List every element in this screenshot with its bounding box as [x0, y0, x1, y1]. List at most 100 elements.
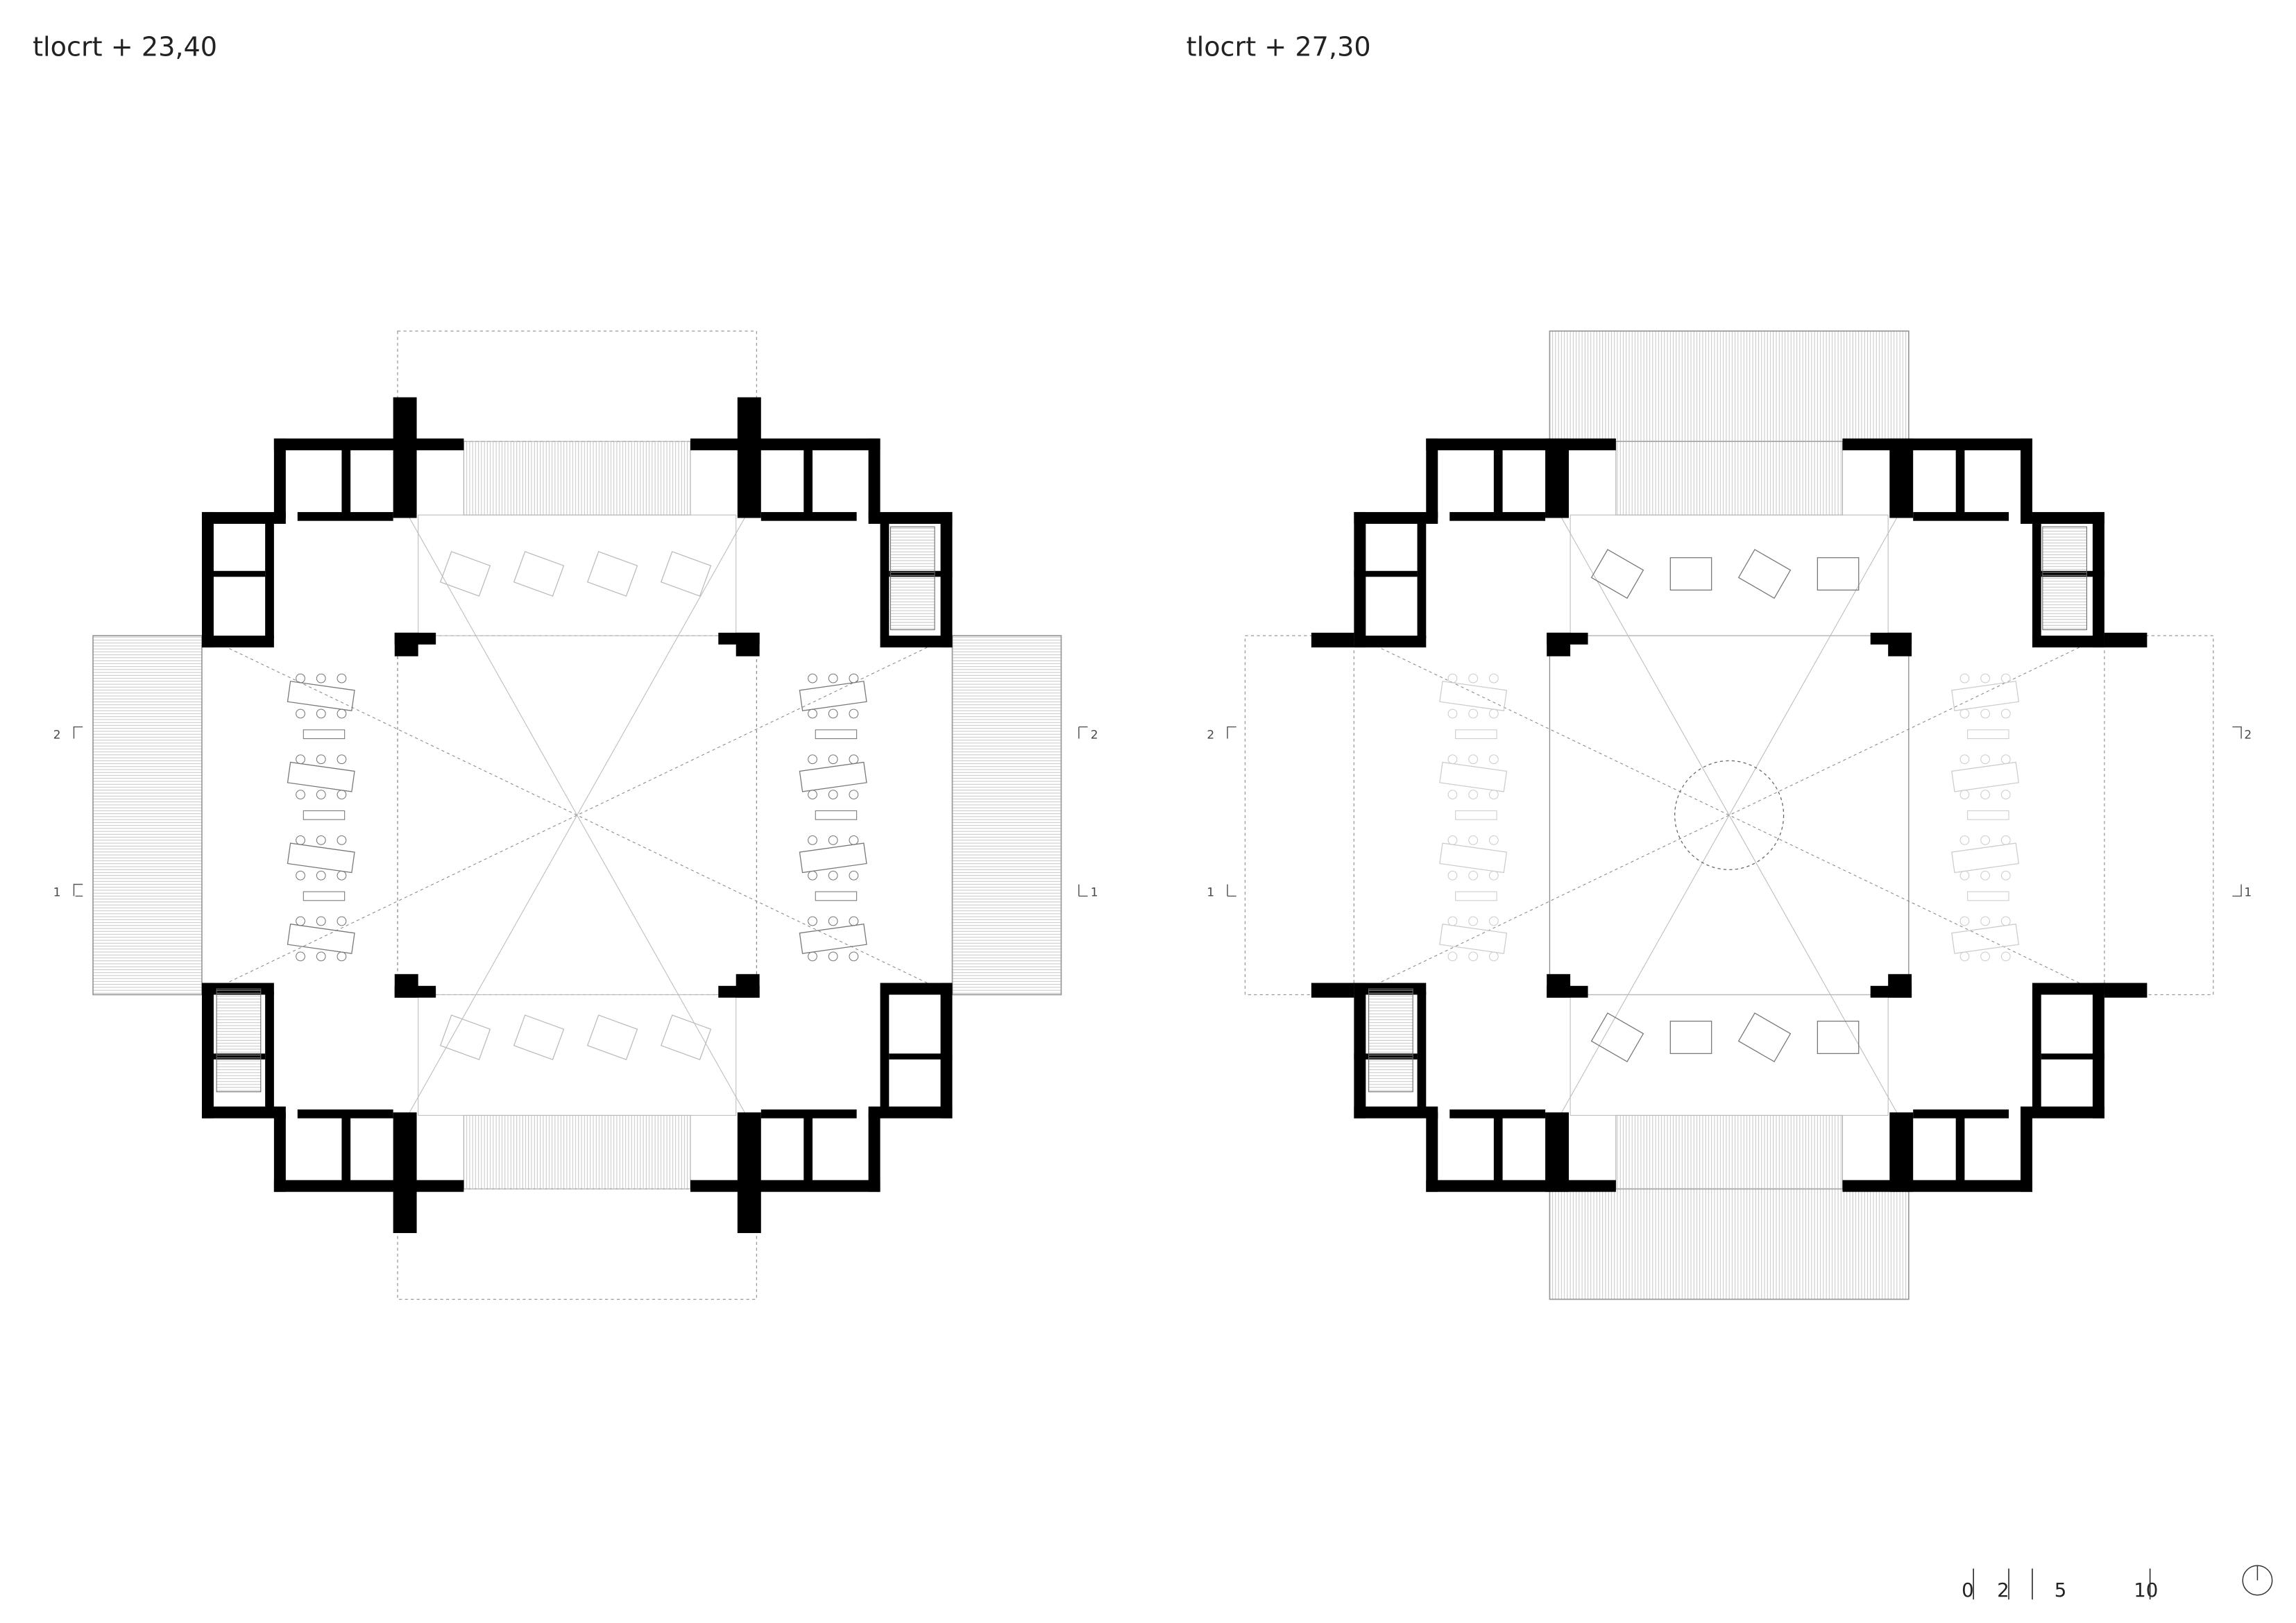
wall [2104, 632, 2148, 648]
chair [808, 835, 817, 845]
wall [880, 983, 953, 995]
wall [2032, 983, 2104, 995]
chair [1447, 835, 1458, 845]
table-group [1669, 557, 1712, 590]
chair [1980, 951, 1991, 962]
wall [265, 992, 274, 1116]
wall [2032, 636, 2104, 648]
wall [880, 515, 890, 639]
chair [808, 673, 817, 683]
chair [316, 673, 326, 683]
diagonal-line [223, 645, 930, 985]
wall [1354, 511, 1366, 648]
chair [808, 870, 817, 881]
table-group [1951, 924, 2020, 954]
wall [2021, 1106, 2104, 1119]
wall [868, 1112, 881, 1192]
wall [718, 632, 760, 645]
table-group [799, 924, 867, 954]
chair [849, 673, 859, 683]
wall [803, 1112, 813, 1183]
chair [849, 951, 859, 962]
wall [737, 1112, 761, 1234]
chair [296, 754, 305, 765]
wall [273, 1112, 286, 1192]
chair [1447, 708, 1458, 719]
wall [1426, 1180, 1616, 1192]
table-group [586, 1014, 638, 1060]
wall [868, 1106, 953, 1119]
chair [1468, 951, 1479, 962]
wall [868, 438, 881, 518]
table-group [1439, 761, 1508, 792]
wall [201, 511, 286, 524]
bench [1967, 810, 2009, 820]
plan-title-lower: tlocrt + 23,40 [33, 33, 217, 63]
chair [337, 951, 347, 962]
diagonal-line [407, 514, 747, 1116]
bench [1455, 891, 1497, 901]
chair [849, 870, 859, 881]
chair [1980, 708, 1991, 719]
wall [940, 983, 953, 1119]
wall [1955, 1112, 1965, 1183]
wall [1426, 438, 1616, 450]
chair [1488, 835, 1499, 845]
chair [2000, 754, 2011, 765]
table-group [799, 842, 867, 874]
table-group [660, 551, 712, 597]
terrace-east [2104, 635, 2214, 996]
north-hall [1570, 514, 1889, 636]
chair [2000, 951, 2011, 962]
table-group [586, 551, 638, 597]
chair [1468, 754, 1479, 765]
chair [1980, 916, 1991, 926]
chair [1468, 870, 1479, 881]
chair [296, 835, 305, 845]
chair [296, 951, 305, 962]
table-group [799, 761, 867, 792]
chair [2000, 708, 2011, 719]
table-group [1817, 1021, 1860, 1054]
chair [1447, 951, 1458, 962]
wall [1417, 992, 1427, 1116]
chair [2000, 870, 2011, 881]
stair [1368, 988, 1413, 1093]
table-group [1439, 681, 1508, 711]
chair [1488, 951, 1499, 962]
wall [1870, 632, 1912, 645]
table-group [1439, 924, 1508, 954]
table-group [1737, 549, 1792, 599]
diagonal-line [1375, 645, 2083, 985]
chair [296, 790, 305, 800]
chair [1488, 673, 1499, 683]
wall [297, 1109, 393, 1119]
chair [1488, 754, 1499, 765]
wall [1955, 447, 1965, 518]
table-group [1669, 1021, 1712, 1054]
chair [1980, 870, 1991, 881]
stair [890, 526, 935, 631]
scale-bar: 0 2 5 10 [1962, 1568, 2158, 1601]
wall [1545, 1112, 1569, 1192]
wall [393, 397, 417, 518]
glazing-north [463, 441, 691, 516]
chair [1959, 673, 1970, 683]
terrace-south [397, 1188, 758, 1300]
chair [316, 835, 326, 845]
wall [1449, 511, 1546, 521]
table-group [1951, 681, 2020, 711]
wall [718, 985, 760, 998]
wall [880, 992, 890, 1116]
section-markers: 2 1 2 1 2 1 2 1 [53, 726, 2252, 899]
wall [273, 1180, 464, 1192]
chair [1488, 708, 1499, 719]
bench [1455, 810, 1497, 820]
table-group [287, 842, 355, 874]
wall [1426, 438, 1438, 518]
chair [316, 916, 326, 926]
terrace-north [1549, 330, 1910, 443]
wall [1493, 1112, 1503, 1183]
south-hall [1570, 994, 1889, 1116]
